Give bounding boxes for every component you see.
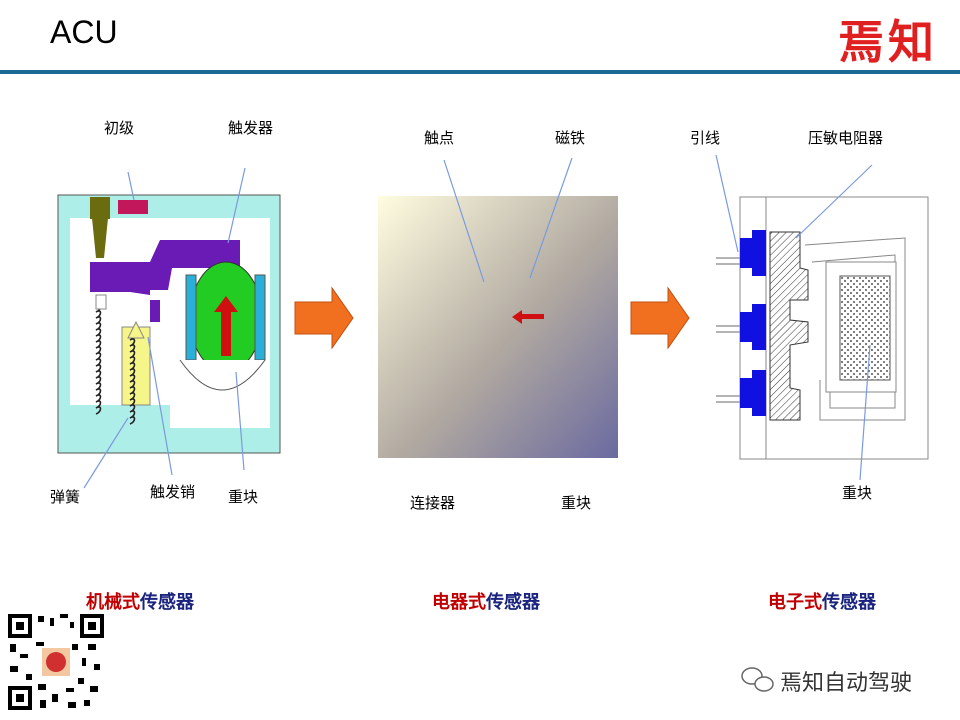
- label-spring: 弹簧: [50, 488, 81, 506]
- brand-logo: 焉知: [838, 15, 938, 69]
- label-electronic-mass: 重块: [842, 484, 873, 502]
- piezo-mass: [839, 275, 891, 381]
- caption-electrical: 电器式传感器: [432, 592, 540, 613]
- qr-code-icon: [8, 614, 104, 710]
- label-magnet: 磁铁: [555, 129, 586, 147]
- label-trigger: 触发器: [228, 119, 274, 137]
- magnet-arrow: [518, 314, 544, 319]
- label-connector: 连接器: [410, 494, 456, 512]
- transition-arrow-1: [294, 286, 354, 350]
- label-pin: 触发销: [150, 483, 196, 501]
- mech-leaders: [83, 167, 246, 489]
- spring-coils: [95, 298, 136, 425]
- lead-terminals: [740, 230, 766, 416]
- title-divider: [0, 70, 960, 74]
- elec2-leaders: [715, 154, 873, 481]
- mech-rail-right: [254, 274, 266, 361]
- trigger-lever: [90, 240, 240, 322]
- label-primary: 初级: [104, 119, 135, 137]
- mechanical-sensor: [57, 167, 281, 489]
- label-piezo: 压敏电阻器: [808, 129, 884, 147]
- label-elec-mass: 重块: [561, 494, 592, 512]
- electrical-sensor: [378, 157, 618, 458]
- primary-contact: [118, 200, 148, 214]
- lead-wires: [716, 257, 740, 403]
- trigger-pin: [121, 326, 151, 406]
- piezo-resistor: [769, 231, 809, 421]
- primary-block: [90, 197, 110, 219]
- mech-rail-left: [185, 274, 197, 361]
- wechat-icon: [741, 667, 774, 692]
- electrical-housing: [378, 196, 618, 458]
- label-contact: 触点: [424, 129, 455, 147]
- elec-leaders: [443, 157, 573, 283]
- page-title: ACU: [50, 14, 118, 50]
- footer-brand: 焉知自动驾驶: [780, 671, 913, 696]
- label-mech-mass: 重块: [228, 488, 259, 506]
- caption-electronic: 电子式传感器: [768, 592, 876, 613]
- label-lead: 引线: [690, 129, 721, 147]
- caption-mechanical: 机械式传感器: [86, 592, 194, 613]
- transition-arrow-2: [630, 286, 690, 350]
- electronic-sensor: [715, 154, 929, 481]
